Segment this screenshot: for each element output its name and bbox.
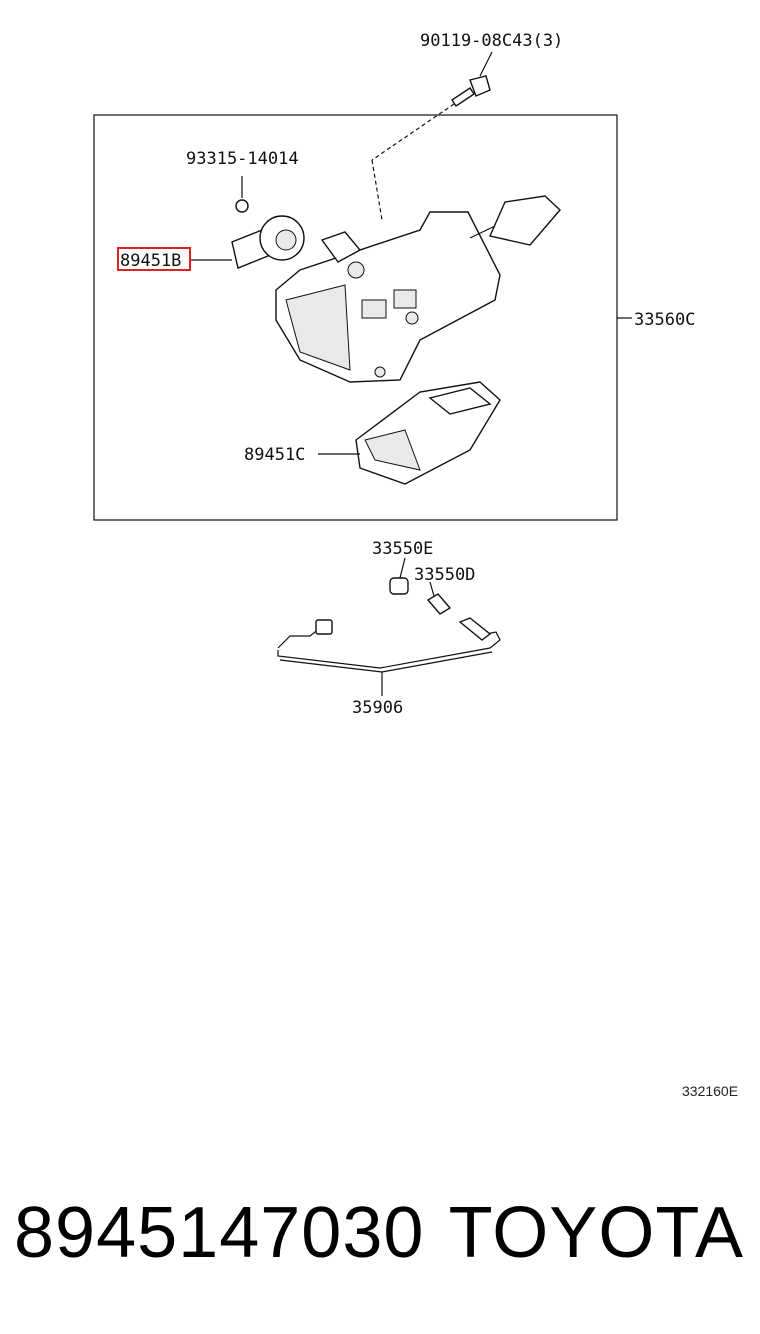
part-number: 8945147030 <box>14 1193 425 1273</box>
label-sensor-highlighted[interactable]: 89451B <box>120 251 181 271</box>
module-icon <box>355 381 501 485</box>
illustration-code: 332160E <box>682 1083 738 1099</box>
label-module: 89451C <box>244 445 305 465</box>
wire-harness-icon <box>277 617 501 673</box>
screw-icon <box>235 176 249 213</box>
bulb-d-icon <box>426 581 452 615</box>
sensor-icon <box>231 215 305 269</box>
label-bulb-d: 33550D <box>414 565 475 585</box>
brand-name: TOYOTA <box>448 1193 744 1273</box>
label-screw: 93315-14014 <box>186 149 299 169</box>
bolt-icon <box>451 75 491 107</box>
label-bulb-e: 33550E <box>372 539 433 559</box>
shift-lever-assembly-icon <box>275 195 561 383</box>
highlight-box <box>117 247 191 271</box>
label-harness: 35906 <box>352 698 403 718</box>
label-shift-lever-assy: 33560C <box>634 310 695 330</box>
bulb-e-icon <box>389 557 409 595</box>
label-bolt: 90119-08C43(3) <box>420 31 563 51</box>
